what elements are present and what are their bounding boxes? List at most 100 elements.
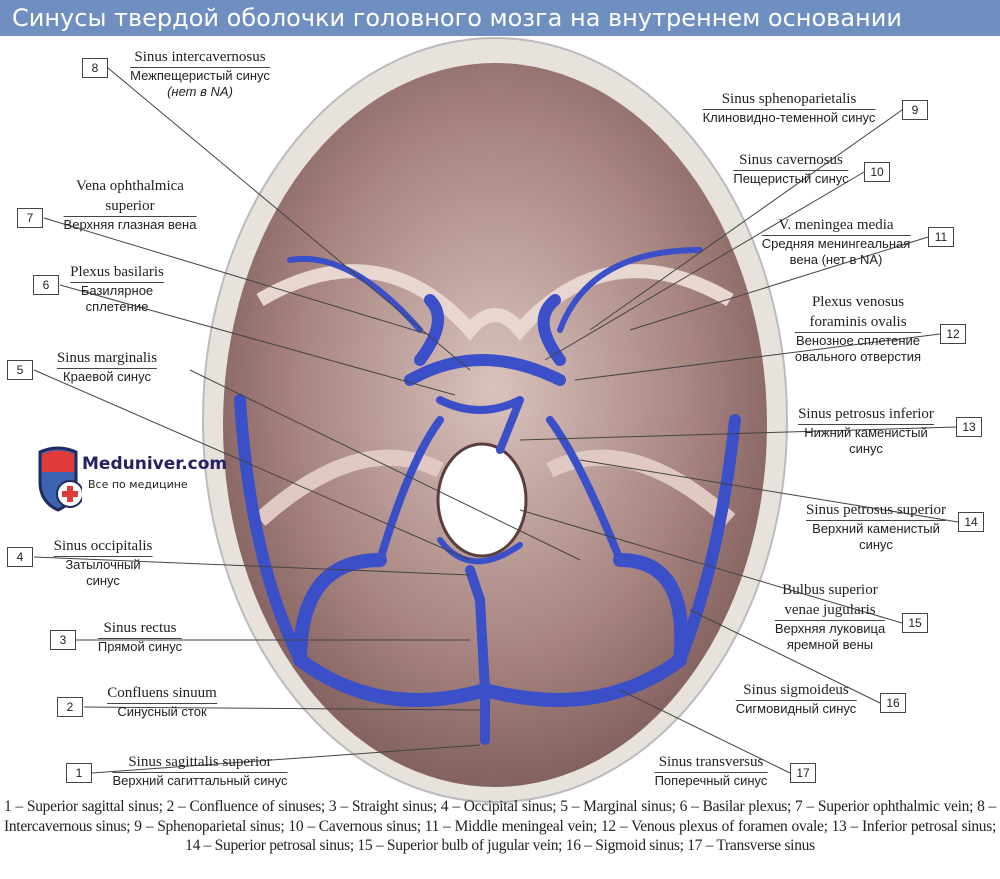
- label-russian: вена (нет в NA): [789, 252, 883, 267]
- straight-sinus: [465, 565, 490, 745]
- label-russian: сплетение: [85, 299, 149, 314]
- label-latin: venae jugularis: [774, 600, 886, 621]
- leader-lines: [33, 67, 959, 774]
- shield-cross-icon: [38, 446, 84, 512]
- label-russian: Краевой синус: [63, 369, 151, 384]
- label-russian: Нижний каменистый: [804, 425, 928, 440]
- sigmoid-sinus-right: [674, 414, 741, 666]
- foramen-magnum: [436, 442, 528, 558]
- page-title: Синусы твердой оболочки головного мозга …: [0, 0, 1000, 36]
- meduniver-logo: Meduniver.com Все по медицине: [38, 446, 238, 512]
- label-latin: Sinus petrosus superior: [806, 500, 946, 521]
- logo-tagline: Все по медицине: [88, 478, 188, 491]
- figure-caption: 1 – Superior sagittal sinus; 2 – Conflue…: [4, 798, 996, 854]
- label-russian: Поперечный синус: [654, 773, 768, 788]
- label-number-14: 14: [958, 512, 984, 532]
- label-russian: Средняя менингеальная: [761, 236, 911, 251]
- label-russian: Верхний каменистый: [812, 521, 940, 536]
- label-latin: Sinus cavernosus: [733, 150, 849, 171]
- basilar-plexus: [436, 396, 524, 454]
- label-number-16: 16: [880, 693, 906, 713]
- label-number-3: 3: [50, 630, 76, 650]
- label-latin: Sinus petrosus inferior: [798, 404, 934, 425]
- label-russian: синус: [86, 573, 120, 588]
- label-russian: Межпещеристый синус: [130, 68, 270, 83]
- label-russian: Синусный сток: [117, 704, 207, 719]
- label-latin: Sinus sigmoideus: [735, 680, 857, 701]
- venous-sinuses: [234, 247, 741, 745]
- label-latin: Confluens sinuum: [107, 683, 217, 704]
- label-latin: foraminis ovalis: [794, 312, 922, 333]
- label-latin: Sinus transversus: [654, 752, 768, 773]
- label-russian: Прямой синус: [97, 639, 183, 654]
- label-number-13: 13: [956, 417, 982, 437]
- logo-brand: Meduniver.com: [82, 454, 228, 474]
- petrous-ridge-right: [546, 449, 736, 526]
- label-russian: Верхний сагиттальный синус: [112, 773, 288, 788]
- label-number-10: 10: [864, 162, 890, 182]
- label-latin: Sinus intercavernosus: [130, 47, 270, 68]
- label-russian: Сигмовидный синус: [735, 701, 857, 716]
- label-latin: Vena ophthalmica: [76, 178, 184, 194]
- label-number-17: 17: [790, 763, 816, 783]
- cavernous-sinus: [404, 294, 566, 386]
- label-number-11: 11: [928, 227, 954, 247]
- label-number-12: 12: [940, 324, 966, 344]
- label-number-2: 2: [57, 697, 83, 717]
- label-russian: Клиновидно-теменной синус: [702, 110, 876, 125]
- label-latin: Sinus sagittalis superior: [112, 752, 288, 773]
- label-russian: яремной вены: [786, 637, 874, 652]
- occipital-sinus: [437, 537, 523, 565]
- label-number-4: 4: [7, 547, 33, 567]
- label-latin: V. meningea media: [761, 215, 911, 236]
- label-number-1: 1: [66, 763, 92, 783]
- superior-petrosal-sinus: [376, 416, 624, 564]
- label-russian: Пещеристый синус: [733, 171, 849, 186]
- label-number-6: 6: [33, 275, 59, 295]
- label-latin: Sinus marginalis: [56, 348, 158, 369]
- label-latin: Sinus sphenoparietalis: [702, 89, 876, 110]
- label-latin: Sinus rectus: [97, 618, 183, 639]
- label-latin: superior: [63, 196, 197, 217]
- label-number-9: 9: [902, 100, 928, 120]
- sigmoid-sinus-left: [234, 394, 306, 666]
- label-number-15: 15: [902, 613, 928, 633]
- label-latin: Plexus venosus: [811, 294, 905, 310]
- petrous-ridge-left: [254, 449, 444, 526]
- label-number-8: 8: [82, 58, 108, 78]
- label-russian: (нет в NA): [167, 84, 233, 99]
- anterior-fossa-ridge: [256, 264, 734, 341]
- label-number-5: 5: [7, 360, 33, 380]
- label-number-7: 7: [17, 208, 43, 228]
- label-russian: Верхняя глазная вена: [63, 217, 197, 232]
- label-latin: Plexus basilaris: [70, 262, 164, 283]
- label-latin: Bulbus superior: [782, 582, 878, 598]
- label-latin: Sinus occipitalis: [53, 536, 153, 557]
- label-russian: Затылочный: [65, 557, 141, 572]
- label-russian: Венозное сплетение: [795, 333, 921, 348]
- label-russian: овального отверстия: [794, 349, 922, 364]
- label-russian: Верхняя луковица: [774, 621, 886, 636]
- cranial-fossa: [223, 63, 767, 787]
- transverse-sinus: [293, 553, 689, 707]
- label-russian: синус: [859, 537, 893, 552]
- label-russian: Базилярное: [80, 283, 154, 298]
